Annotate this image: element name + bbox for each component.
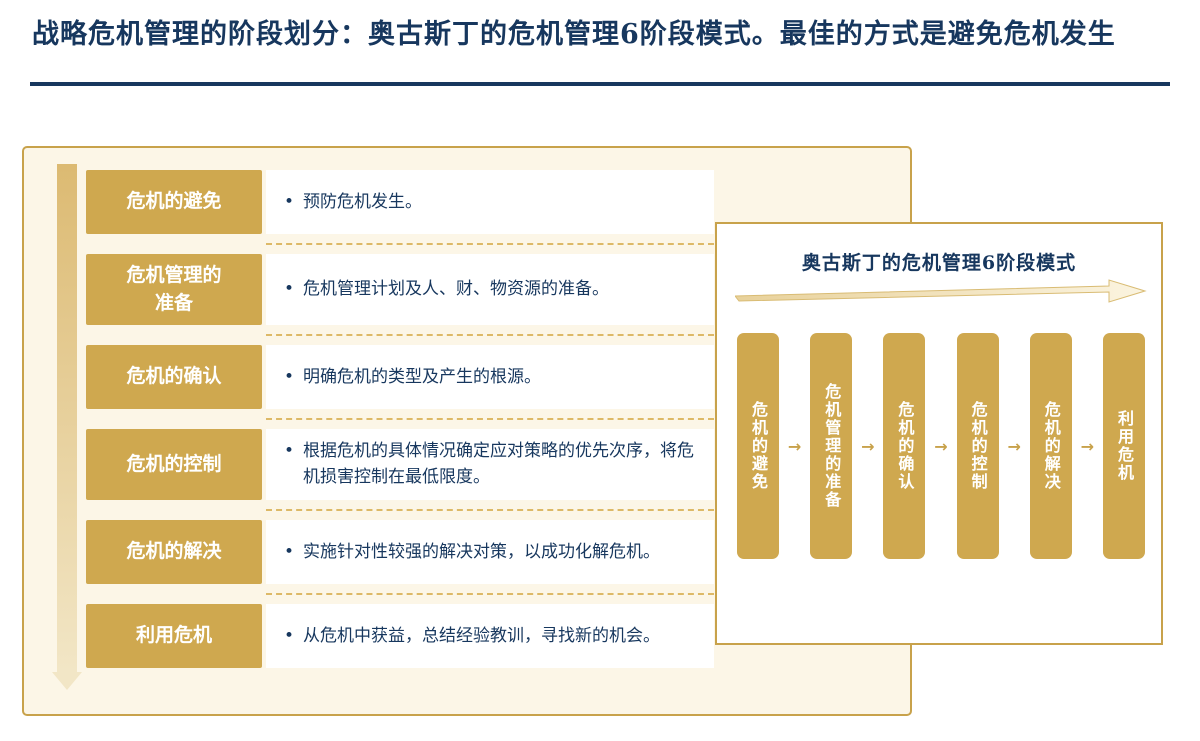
stage-desc: • 从危机中获益，总结经验教训，寻找新的机会。 [266, 603, 714, 668]
bullet-icon: • [284, 366, 295, 387]
arrow-right-icon: → [934, 436, 948, 456]
desc-text: 根据危机的具体情况确定应对策略的优先次序，将危机损害控制在最低限度。 [303, 441, 695, 488]
stage-row: 利用危机 • 从危机中获益，总结经验教训，寻找新的机会。 [86, 603, 714, 668]
flow-step: 利用危机 [1102, 333, 1145, 559]
stage-label-text: 危机的解决 [126, 540, 222, 562]
flow-step: 危机管理的准备 [810, 333, 853, 559]
page-title: 战略危机管理的阶段划分：奥古斯丁的危机管理6阶段模式。最佳的方式是避免危机发生 [32, 19, 1116, 50]
desc-text: 实施针对性较强的解决对策，以成功化解危机。 [303, 541, 661, 562]
dashed-separator [266, 334, 714, 337]
desc-text: 从危机中获益，总结经验教训，寻找新的机会。 [303, 625, 661, 646]
desc-text: 危机管理计划及人、财、物资源的准备。 [303, 279, 610, 300]
dashed-separator [266, 592, 714, 595]
bullet-icon: • [284, 441, 295, 462]
flow-step: 危机的避免 [737, 333, 779, 559]
desc-line: • 从危机中获益，总结经验教训，寻找新的机会。 [284, 623, 700, 649]
stage-list: 危机的避免 • 预防危机发生。 危机管理的准备 • 危机管理计划及人、财、物资源… [86, 170, 714, 668]
desc-text: 明确危机的类型及产生的根源。 [303, 366, 542, 387]
desc-line: • 明确危机的类型及产生的根源。 [284, 364, 700, 390]
arrow-right-icon: → [1007, 436, 1021, 456]
stage-label: 危机的避免 [86, 170, 262, 234]
stage-desc: • 明确危机的类型及产生的根源。 [266, 345, 714, 410]
stage-label-text: 危机的控制 [126, 452, 222, 475]
dashed-separator [266, 418, 714, 421]
stage-row: 危机的避免 • 预防危机发生。 [86, 170, 714, 234]
flow-panel-title: 奥古斯丁的危机管理6阶段模式 [801, 252, 1077, 274]
arrow-right-icon: → [861, 436, 875, 456]
stage-row: 危机管理的准备 • 危机管理计划及人、财、物资源的准备。 [86, 254, 714, 326]
stage-desc: • 根据危机的具体情况确定应对策略的优先次序，将危机损害控制在最低限度。 [266, 429, 714, 500]
desc-line: • 根据危机的具体情况确定应对策略的优先次序，将危机损害控制在最低限度。 [284, 438, 700, 491]
desc-line: • 危机管理计划及人、财、物资源的准备。 [284, 276, 700, 302]
flow-step: 危机的控制 [956, 333, 999, 559]
stage-label-text: 危机管理的准备 [126, 264, 222, 314]
desc-line: • 预防危机发生。 [284, 189, 700, 215]
down-arrow-icon [52, 164, 82, 690]
flow-steps: 危机的避免 → 危机管理的准备 → 危机的确认 → 危机的控制 → 危机的解决 … [737, 332, 1145, 560]
stage-row: 危机的控制 • 根据危机的具体情况确定应对策略的优先次序，将危机损害控制在最低限… [86, 429, 714, 500]
banner-arrow-icon [735, 279, 1147, 303]
bullet-icon: • [284, 279, 295, 300]
dashed-separator [266, 243, 714, 245]
flow-panel: 奥古斯丁的危机管理6阶段模式 危机的避免 → 危机管理的准备 → 危机的确认 →… [715, 222, 1163, 645]
desc-text: 预防危机发生。 [303, 191, 423, 212]
bullet-icon: • [284, 541, 295, 562]
stage-label: 危机管理的准备 [86, 254, 262, 326]
bullet-icon: • [284, 191, 295, 212]
bullet-icon: • [284, 625, 295, 646]
flow-step: 危机的解决 [1029, 333, 1072, 559]
stage-label-text: 危机的确认 [126, 365, 222, 388]
stage-row: 危机的确认 • 明确危机的类型及产生的根源。 [86, 345, 714, 410]
title-rule [30, 82, 1170, 86]
stage-label: 危机的解决 [86, 519, 262, 584]
dashed-separator [266, 508, 714, 511]
stage-label: 危机的控制 [86, 429, 262, 500]
arrow-right-icon: → [787, 436, 802, 456]
stage-desc: • 实施针对性较强的解决对策，以成功化解危机。 [266, 519, 714, 584]
stage-label-text: 危机的避免 [126, 190, 222, 213]
stage-label: 利用危机 [86, 603, 262, 668]
stage-label-text: 利用危机 [135, 624, 212, 646]
flow-step: 危机的确认 [883, 333, 926, 559]
arrow-right-icon: → [1080, 436, 1095, 456]
stage-desc: • 预防危机发生。 [266, 170, 714, 234]
stage-desc: • 危机管理计划及人、财、物资源的准备。 [266, 254, 714, 326]
desc-line: • 实施针对性较强的解决对策，以成功化解危机。 [284, 539, 700, 565]
stage-row: 危机的解决 • 实施针对性较强的解决对策，以成功化解危机。 [86, 519, 714, 584]
stage-label: 危机的确认 [86, 345, 262, 410]
